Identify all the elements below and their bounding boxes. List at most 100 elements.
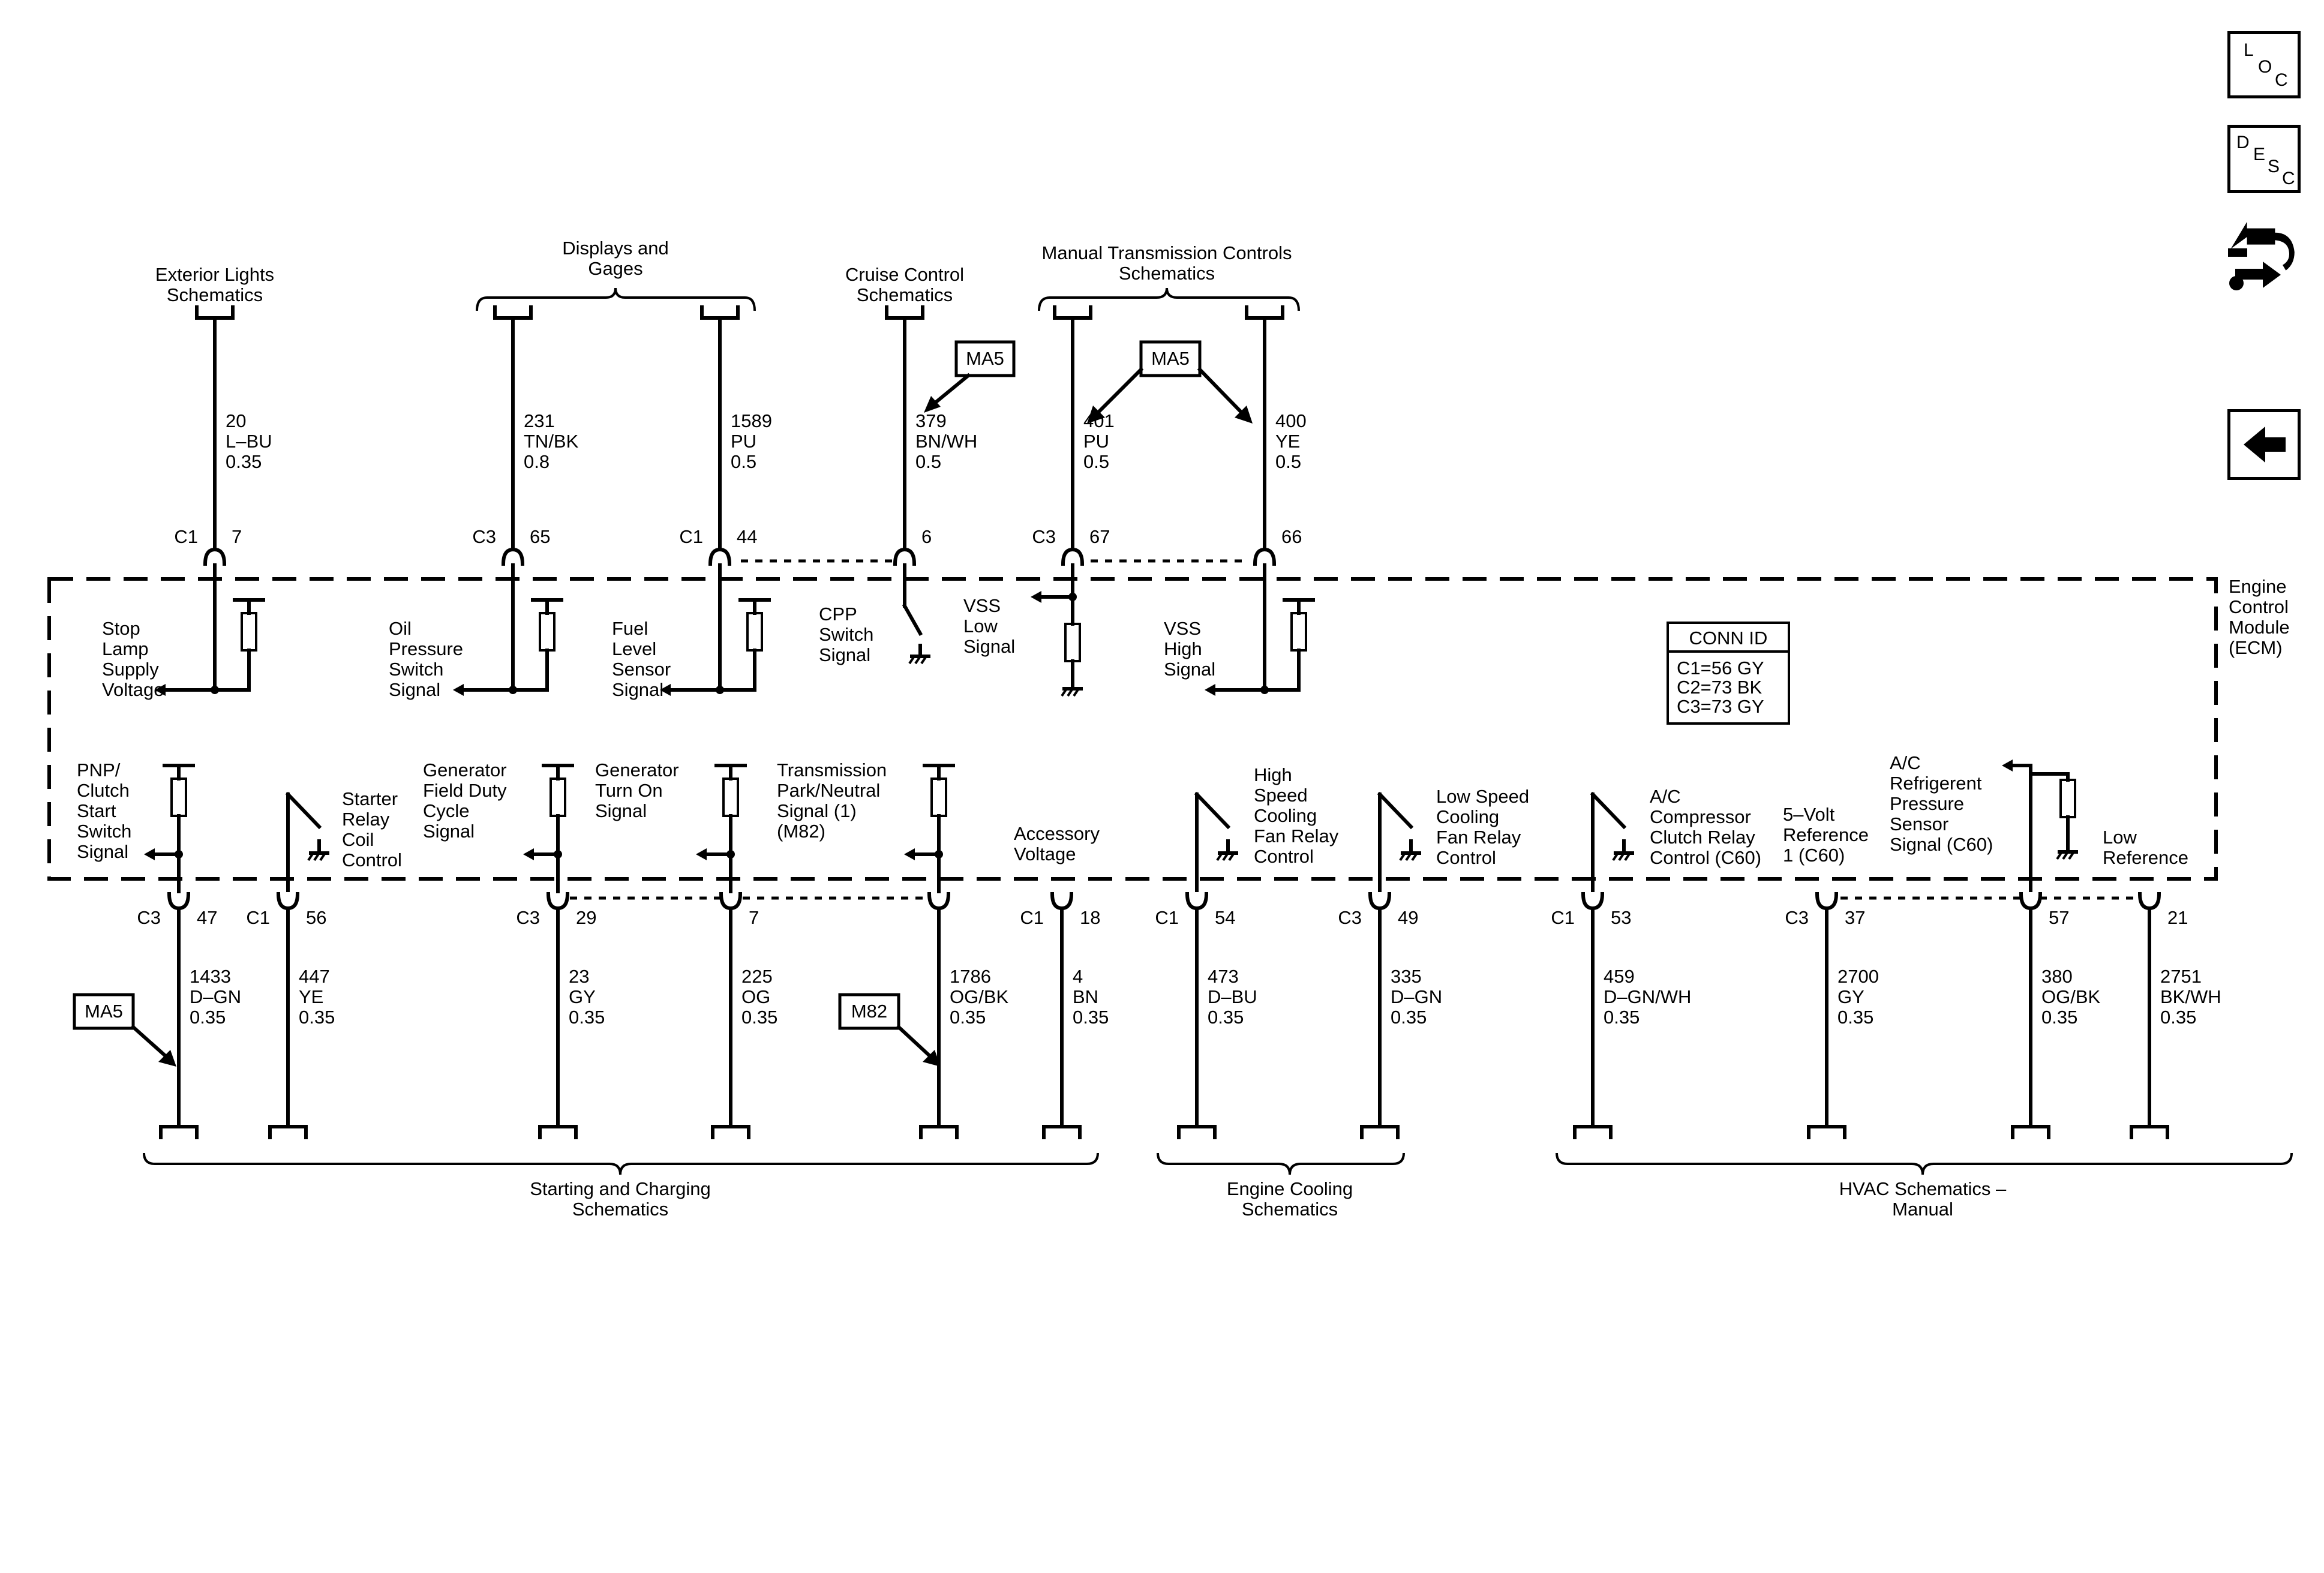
connector-pin [276,891,300,911]
connector-pin [2137,891,2161,911]
resistor [746,612,763,652]
connector-pin [546,891,570,911]
pin-number: 47 [197,907,217,928]
resistor [170,778,187,817]
harness-terminal [711,1125,750,1139]
pin-number: 21 [2167,907,2188,928]
connector-pin [1061,547,1085,566]
connector-id: C3 [1785,907,1809,928]
connector-pin [2019,891,2043,911]
signal-arrow [696,848,707,860]
connector-id: C1 [679,526,703,547]
resistor [2059,779,2076,818]
signal-arrow [453,684,464,696]
connector-id: C3 [516,907,540,928]
connector-id: C1 [246,907,270,928]
pin-number: 56 [306,907,326,928]
low-side-driver [1194,791,1231,830]
pin-number: 44 [737,526,757,547]
signal-arrow [523,848,534,860]
ecm-boundary [47,577,2218,881]
option-tag-ma5: MA5 [1087,340,1253,424]
harness-terminal [159,1125,199,1139]
harness-terminal [538,1125,578,1139]
connector-pin [203,547,227,566]
harness-terminal [1042,1125,1082,1139]
pin-number: 66 [1281,526,1302,547]
resistor [539,612,556,652]
pin-number: 67 [1089,526,1110,547]
conn-id-title: CONN ID [1689,628,1768,649]
signal-arrow [155,684,166,696]
signal-arrow [1031,591,1041,603]
signal-arrow [2002,760,2013,772]
connector-id: C3 [137,907,161,928]
resistor [1290,612,1307,652]
signal-arrow [1205,684,1215,696]
connector-pin [1368,891,1392,911]
pin-number: 65 [530,526,550,547]
connector-pin [1185,891,1209,911]
pin-number: 18 [1080,907,1100,928]
harness-terminal [919,1125,959,1139]
desc-button[interactable]: D E S C [2227,125,2301,193]
signal-arrow [904,848,915,860]
option-tag-ma5: MA5 [73,993,176,1067]
harness-terminal [268,1125,308,1139]
resistor [241,612,257,652]
connector-pin [167,891,191,911]
harness-terminal [1573,1125,1613,1139]
conn-id-line: C3=73 GY [1677,696,1764,717]
svg-text:MA5: MA5 [85,1001,123,1022]
connector-swap-icon[interactable] [2223,216,2305,298]
loc-button[interactable]: L O C [2227,31,2301,98]
connector-id: C1 [174,526,198,547]
pin-number: 57 [2049,907,2069,928]
conn-id-box: CONN ID C1=56 GY C2=73 BK C3=73 GY [1667,622,1790,725]
back-button[interactable] [2227,409,2301,480]
connector-pin [1581,891,1605,911]
resistor [550,778,566,817]
resistor [930,778,947,817]
